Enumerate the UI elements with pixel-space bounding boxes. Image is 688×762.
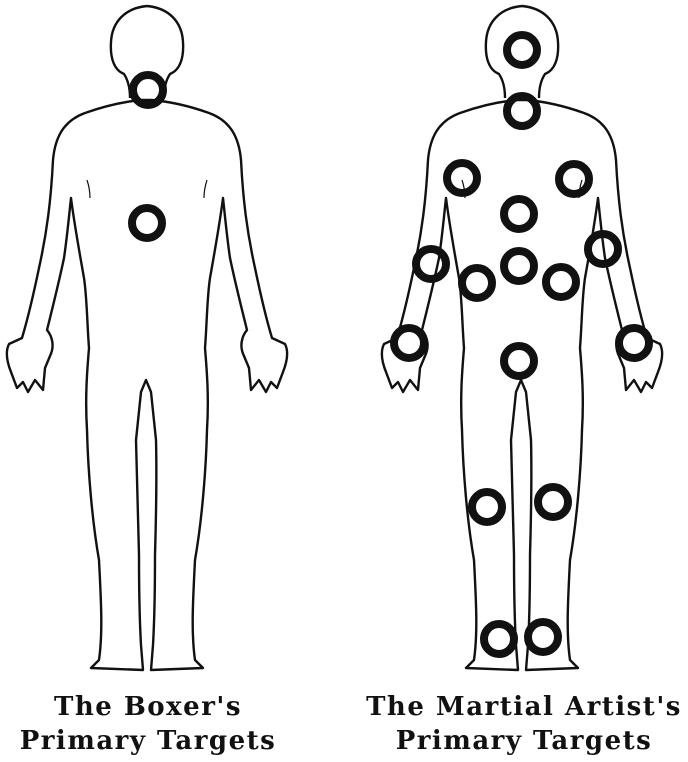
martial-artist-caption-line2: Primary Targets — [354, 724, 688, 758]
martial-artist-caption-line1: The Martial Artist's — [354, 690, 688, 724]
boxer-caption-line2: Primary Targets — [0, 724, 318, 758]
boxer-caption: The Boxer's Primary Targets — [0, 690, 318, 758]
martial-artist-targets — [394, 35, 649, 654]
boxer-caption-line1: The Boxer's — [0, 690, 318, 724]
martial-artist-caption: The Martial Artist's Primary Targets — [354, 690, 688, 758]
